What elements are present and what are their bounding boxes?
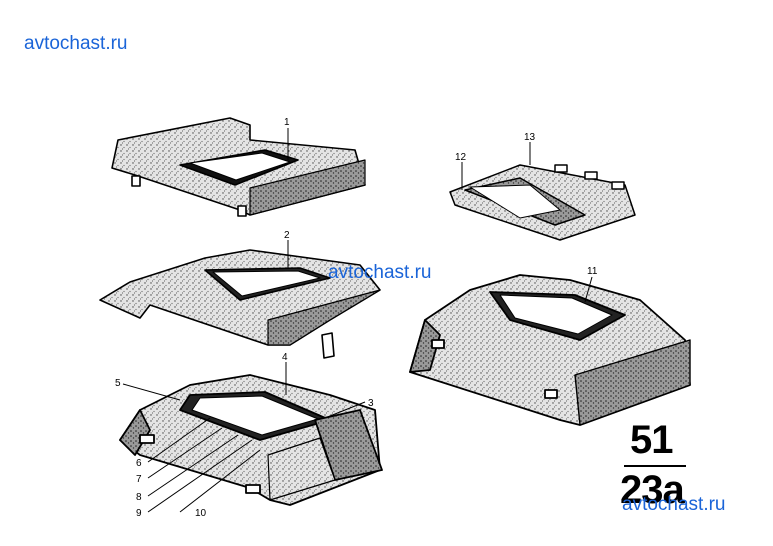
part-1-tray	[111, 117, 366, 217]
callout-12: 12	[455, 152, 467, 163]
callout-3: 3	[368, 398, 374, 409]
watermark-top-left: avtochast.ru	[24, 33, 128, 54]
watermark-center: avtochast.ru	[328, 262, 432, 283]
part-12-13-plate	[449, 164, 636, 241]
callout-13: 13	[524, 132, 536, 143]
callout-9: 9	[136, 508, 142, 519]
part-11-housing	[409, 274, 691, 426]
callout-10: 10	[195, 508, 207, 519]
callout-8: 8	[136, 492, 142, 503]
part-2-cover	[99, 249, 381, 359]
section-divider	[624, 465, 686, 467]
callout-2: 2	[284, 230, 290, 241]
part-3-4-housing	[119, 374, 383, 506]
callout-4: 4	[282, 352, 288, 363]
section-group-number: 51	[630, 418, 673, 462]
callout-6: 6	[136, 458, 142, 469]
leader-lines	[122, 128, 593, 513]
callout-7: 7	[136, 474, 142, 485]
callout-5: 5	[115, 378, 121, 389]
section-sub-number: 23a	[620, 468, 685, 512]
watermark-bottom-right: avtochast.ru	[622, 494, 726, 515]
callout-1: 1	[284, 117, 290, 128]
callout-11: 11	[587, 266, 598, 277]
